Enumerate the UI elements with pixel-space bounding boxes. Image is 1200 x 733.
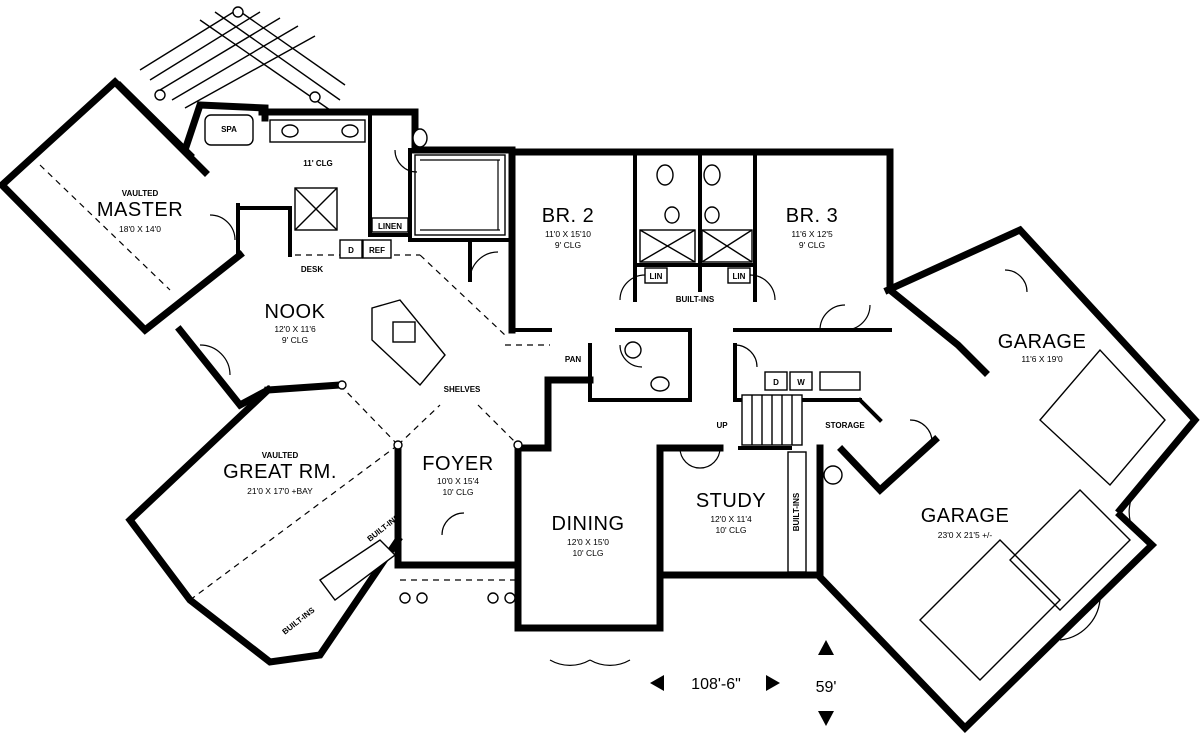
study-label: STUDY	[696, 490, 766, 512]
column-icon	[393, 440, 403, 450]
column-icon	[399, 592, 411, 604]
built-ins-study-label: BUILT-INS	[792, 492, 801, 531]
br3-ceiling: 9' CLG	[799, 240, 825, 250]
sink-icon	[392, 321, 416, 343]
built-ins-bath-label: BUILT-INS	[676, 295, 715, 304]
nook-ceiling: 9' CLG	[282, 335, 308, 345]
built-ins-great-1-label: BUILT-INS	[281, 605, 317, 636]
overall-dimensions: 108'-6" 59'	[650, 640, 836, 726]
overall-depth: 59'	[816, 679, 837, 696]
great-rm-prefix: VAULTED	[262, 451, 299, 460]
toilet-icon	[664, 206, 680, 224]
post-icon	[309, 91, 321, 103]
dryer-label: D	[773, 378, 779, 387]
toilet-icon	[704, 206, 720, 224]
dining-dims: 12'0 X 15'0	[567, 537, 609, 547]
study-dims: 12'0 X 11'4	[710, 514, 752, 524]
sink-icon	[650, 376, 670, 392]
post-icon	[232, 6, 244, 18]
overall-width: 108'-6"	[691, 676, 741, 693]
washer-label: W	[797, 378, 805, 387]
sink-icon	[703, 164, 721, 186]
arrow-right-icon	[766, 675, 780, 691]
door-swings	[199, 149, 1146, 666]
foyer-dims: 10'0 X 15'4	[437, 476, 479, 486]
br3-label: BR. 3	[786, 205, 839, 227]
dining-label: DINING	[552, 513, 625, 535]
master-label: MASTER	[97, 199, 183, 221]
shelves-label: SHELVES	[444, 385, 481, 394]
br2-label: BR. 2	[542, 205, 595, 227]
column-icon	[487, 592, 499, 604]
exterior-walls	[0, 77, 1200, 733]
arrow-left-icon	[650, 675, 664, 691]
nook-dims: 12'0 X 11'6	[274, 324, 316, 334]
lin-right-label: LIN	[733, 272, 746, 281]
garage-lower-dims: 23'0 X 21'5 +/-	[938, 530, 993, 540]
water-heater-icon	[823, 465, 843, 485]
toilet-icon	[624, 341, 642, 359]
nook-label: NOOK	[265, 301, 326, 323]
dryer-icon	[764, 371, 788, 391]
dining-ceiling: 10' CLG	[573, 548, 604, 558]
column-icon	[416, 592, 428, 604]
master-prefix: VAULTED	[122, 189, 159, 198]
dashed-lines	[39, 164, 550, 601]
garage-lower-label: GARAGE	[921, 505, 1010, 527]
storage-label: STORAGE	[825, 421, 865, 430]
trellis	[139, 6, 346, 111]
foyer-label: FOYER	[422, 453, 493, 475]
column-icon	[337, 380, 347, 390]
arrow-down-icon	[818, 711, 834, 726]
spa-tub-icon	[204, 114, 254, 146]
fixtures	[204, 114, 1166, 681]
arrow-up-icon	[818, 640, 834, 655]
br2-dims: 11'0 X 15'10	[545, 229, 591, 239]
ref-label: REF	[369, 246, 385, 255]
desk-label: DESK	[301, 265, 323, 274]
pan-label: PAN	[565, 355, 582, 364]
interior-walls	[236, 110, 892, 450]
linen-label: LINEN	[378, 222, 402, 231]
great-rm-dims: 21'0 X 17'0 +BAY	[247, 486, 313, 496]
garage-upper-label: GARAGE	[998, 331, 1087, 353]
sink-icon	[656, 164, 674, 186]
column-icon	[513, 440, 523, 450]
washer-icon	[789, 371, 813, 391]
spa-label: SPA	[221, 125, 237, 134]
great-rm-label: GREAT RM.	[223, 461, 337, 483]
br2-ceiling: 9' CLG	[555, 240, 581, 250]
post-icon	[154, 89, 166, 101]
d-label: D	[348, 246, 354, 255]
toilet-icon	[412, 128, 428, 148]
lin-left-label: LIN	[650, 272, 663, 281]
garage-upper-dims: 11'6 X 19'0	[1021, 354, 1063, 364]
room-labels: VAULTED MASTER 18'0 X 14'0 VAULTED GREAT…	[97, 189, 1086, 558]
up-label: UP	[716, 421, 728, 430]
sink-icon	[281, 124, 299, 138]
foyer-ceiling: 10' CLG	[443, 487, 474, 497]
stairs	[741, 394, 803, 446]
study-ceiling: 10' CLG	[716, 525, 747, 535]
br3-dims: 11'6 X 12'5	[791, 229, 833, 239]
master-dims: 18'0 X 14'0	[119, 224, 161, 234]
column-icon	[504, 592, 516, 604]
master-bath-ceiling: 11' CLG	[303, 159, 332, 168]
sink-icon	[341, 124, 359, 138]
